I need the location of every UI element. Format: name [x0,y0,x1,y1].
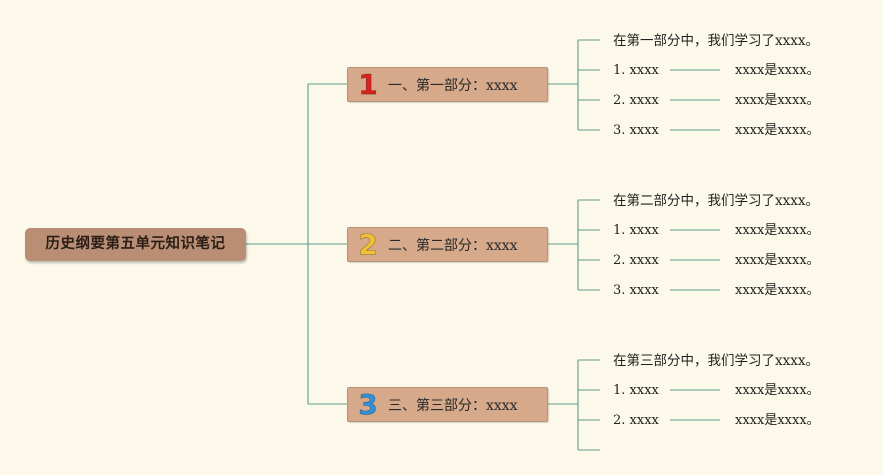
branch-label: 一、第一部分：xxxx [388,77,518,94]
leaf-item-label[interactable]: 2. xxxx [613,93,659,108]
leaf-item-detail[interactable]: xxxx是xxxx。 [735,93,820,108]
leaf-item-detail[interactable]: xxxx是xxxx。 [735,253,820,268]
leaf-item-detail[interactable]: xxxx是xxxx。 [735,413,820,428]
leaf-item-detail[interactable]: xxxx是xxxx。 [735,63,820,78]
branch-node-3[interactable]: 3 三、第三部分：xxxx [347,387,548,422]
branch-node-1[interactable]: 1 一、第一部分：xxxx [347,67,548,102]
leaf-item-label[interactable]: 2. xxxx [613,413,659,428]
number-2-icon: 2 [358,228,378,262]
leaf-item-detail[interactable]: xxxx是xxxx。 [735,123,820,138]
leaf-item-detail[interactable]: xxxx是xxxx。 [735,283,820,298]
leaf-intro[interactable]: 在第一部分中，我们学习了xxxx。 [613,33,819,49]
branch-label: 二、第二部分：xxxx [388,237,518,254]
number-3-icon: 3 [358,388,378,422]
leaf-intro[interactable]: 在第二部分中，我们学习了xxxx。 [613,193,819,209]
leaf-item-detail[interactable]: xxxx是xxxx。 [735,383,820,398]
branch-label: 三、第三部分：xxxx [388,397,518,414]
root-node[interactable]: 历史纲要第五单元知识笔记 [25,228,246,261]
leaf-intro[interactable]: 在第三部分中，我们学习了xxxx。 [613,353,819,369]
branch-node-2[interactable]: 2 二、第二部分：xxxx [347,227,548,262]
leaf-item-label[interactable]: 3. xxxx [613,283,659,298]
leaf-item-detail[interactable]: xxxx是xxxx。 [735,223,820,238]
leaf-item-label[interactable]: 1. xxxx [613,383,659,398]
number-1-icon: 1 [358,68,378,102]
leaf-item-label[interactable]: 3. xxxx [613,123,659,138]
leaf-item-label[interactable]: 1. xxxx [613,63,659,78]
leaf-item-label[interactable]: 1. xxxx [613,223,659,238]
leaf-item-label[interactable]: 2. xxxx [613,253,659,268]
